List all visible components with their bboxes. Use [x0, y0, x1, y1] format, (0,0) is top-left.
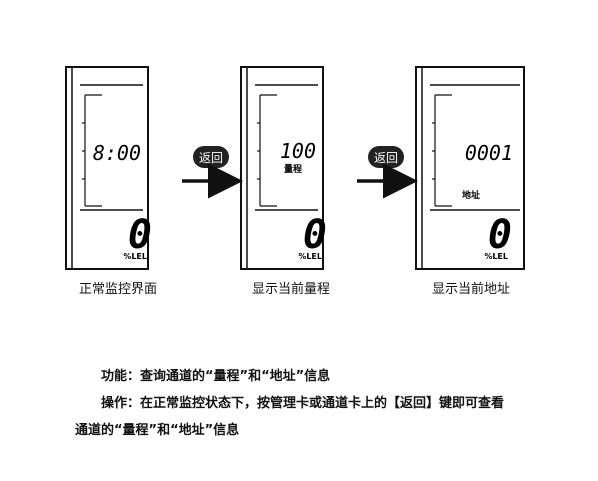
- bar-scale: [432, 94, 452, 207]
- bar-scale: [257, 94, 277, 207]
- caption-address: 显示当前地址: [432, 282, 511, 297]
- time-readout: 8:00: [93, 141, 141, 165]
- operation-line-1: 操作：在正常监控状态下，按管理卡或通道卡上的【返回】键即可查看: [101, 396, 505, 411]
- caption-range: 显示当前量程: [252, 282, 331, 297]
- caption-normal: 正常监控界面: [79, 282, 158, 297]
- lcd-screen-address: 0001 地址 0 %LEL: [415, 66, 525, 270]
- gas-value: 0: [488, 212, 512, 258]
- address-label: 地址: [462, 189, 480, 201]
- gas-value: 0: [128, 212, 152, 258]
- unit-label: %LEL: [298, 252, 322, 261]
- return-button-label: 返回: [374, 151, 398, 165]
- unit-label: %LEL: [123, 252, 147, 261]
- return-button[interactable]: 返回: [368, 146, 404, 168]
- lcd-screen-range: 100 量程 0 %LEL: [240, 66, 327, 270]
- bar-scale: [82, 94, 102, 207]
- range-readout: 100: [280, 139, 316, 163]
- address-readout: 0001: [465, 141, 513, 165]
- range-label: 量程: [284, 163, 302, 175]
- return-button-label: 返回: [199, 151, 223, 165]
- lcd-screen-normal: 8:00 0 %LEL: [65, 66, 152, 270]
- gas-value: 0: [303, 212, 327, 258]
- return-button[interactable]: 返回: [193, 146, 229, 168]
- function-line: 功能：查询通道的“量程”和“地址”信息: [101, 369, 331, 384]
- operation-line-2: 通道的“量程”和“地址”信息: [75, 423, 240, 438]
- unit-label: %LEL: [484, 252, 508, 261]
